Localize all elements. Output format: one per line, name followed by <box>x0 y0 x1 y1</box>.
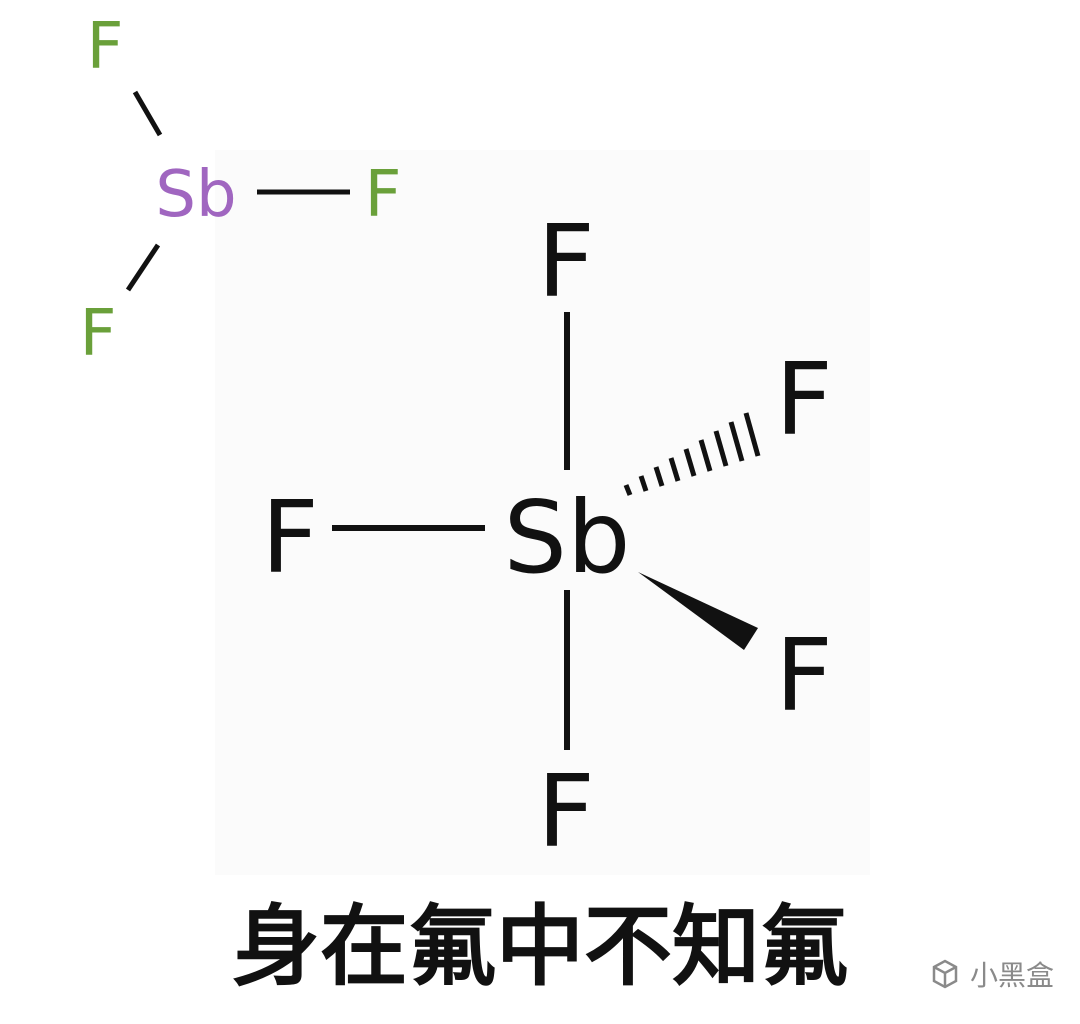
atom-f-wedge: F <box>775 617 833 734</box>
atom-f-hashed: F <box>775 341 833 458</box>
atom-sb-large: Sb <box>504 479 631 596</box>
atom-f-left: F <box>261 479 319 596</box>
bond-sb-f-bottom <box>125 243 161 292</box>
sbf3-structure: F Sb F F <box>80 10 402 371</box>
atom-f-axial-bottom: F <box>537 753 595 870</box>
atom-f-top: F <box>87 10 124 84</box>
atom-sb-small: Sb <box>155 158 236 232</box>
atom-f-bottom: F <box>80 297 117 371</box>
watermark-text: 小黑盒 <box>969 959 1054 992</box>
molecule-backdrop <box>215 150 870 875</box>
bond-sb-f-top <box>132 90 163 137</box>
watermark: 小黑盒 <box>928 954 1054 994</box>
hashed-wedge-bond <box>623 412 761 496</box>
solid-wedge-bond <box>638 572 758 650</box>
caption-text: 身在氟中不知氟 <box>231 895 848 998</box>
sbf5-structure: F F F Sb F F <box>261 203 833 870</box>
box-logo-icon <box>932 959 958 989</box>
atom-f-axial-top: F <box>537 203 595 320</box>
atom-f-right: F <box>365 158 402 232</box>
